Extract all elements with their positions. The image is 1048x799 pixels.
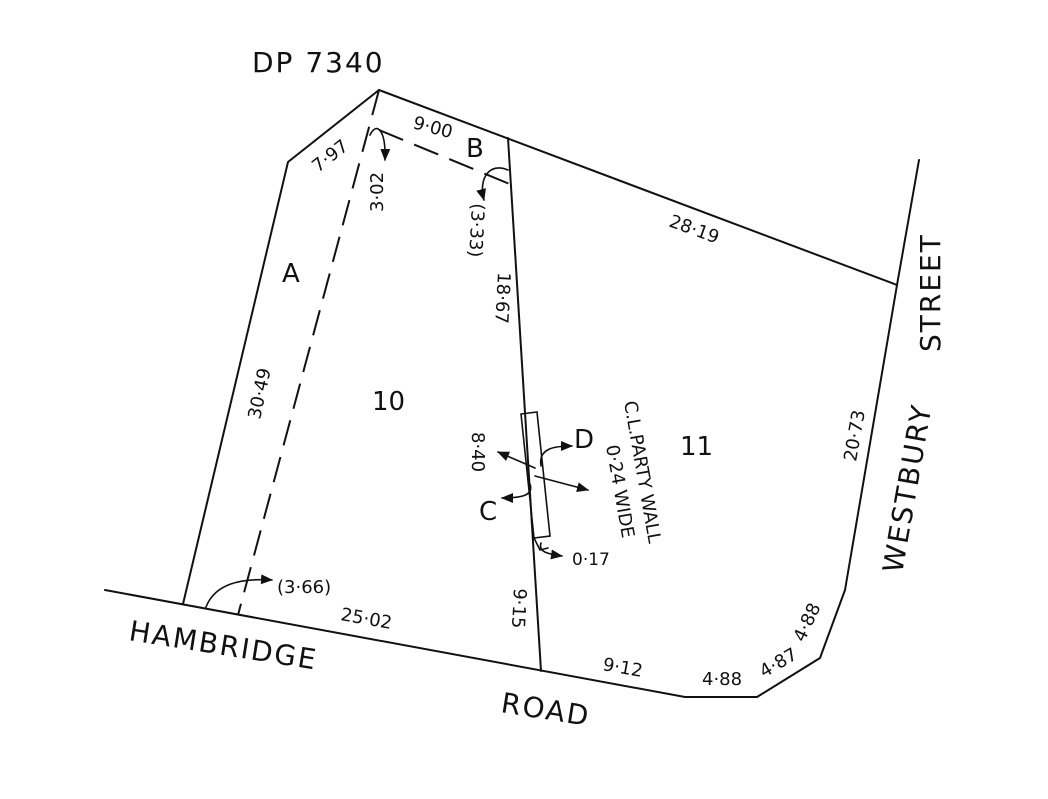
lot-11-label: 11 <box>680 432 713 462</box>
arrow-c <box>501 483 532 503</box>
dim-8-40: 8·40 <box>467 432 488 472</box>
arrow-3-02 <box>369 127 391 161</box>
lot-division-line <box>507 137 542 672</box>
west-boundary-line <box>182 89 380 605</box>
arrow-0-17 <box>539 542 563 560</box>
dim-4-88-bottom: 4·88 <box>702 669 742 690</box>
party-wall <box>520 411 551 551</box>
arrow-b <box>476 167 509 201</box>
dim-3-02: 3·02 <box>367 172 388 212</box>
street-label: STREET <box>914 233 947 352</box>
dim-9-00: 9·00 <box>411 113 455 144</box>
point-a-label: A <box>282 259 300 289</box>
point-b-label: B <box>466 134 484 164</box>
north-boundary-line <box>378 89 898 286</box>
point-d-label: D <box>574 425 594 455</box>
boundary-lines <box>104 89 920 698</box>
party-wall-outline <box>520 411 551 539</box>
dim-9-15: 9·15 <box>507 588 530 629</box>
dim-3-66: (3·66) <box>277 577 331 598</box>
dim-9-12: 9·12 <box>601 654 644 682</box>
arrow-wall-width <box>534 475 589 493</box>
arrow-8-40 <box>497 451 536 469</box>
deposited-plan-label: DP 7340 <box>252 46 385 79</box>
westbury-label: WESTBURY <box>876 401 938 575</box>
arrow-d <box>539 441 573 467</box>
arrow-3-66 <box>205 574 273 608</box>
road-label: ROAD <box>499 686 593 733</box>
lot-10-label: 10 <box>372 387 405 417</box>
easement-lines <box>237 89 513 616</box>
easement-top-dashed-line <box>378 129 513 186</box>
dim-20-73: 20·73 <box>840 408 870 462</box>
dim-4-87: 4·87 <box>756 644 801 682</box>
easement-dashed-line <box>237 89 380 616</box>
dim-18-67: 18·67 <box>490 272 514 325</box>
dim-25-02: 25·02 <box>339 604 393 634</box>
dim-30-49: 30·49 <box>244 366 275 421</box>
dim-4-88-side: 4·88 <box>789 600 825 645</box>
dim-0-17: 0·17 <box>572 550 610 570</box>
hambridge-road-frontage-line <box>104 589 686 698</box>
westbury-street-frontage-line <box>684 159 920 698</box>
point-c-label: C <box>479 497 497 527</box>
dimension-arrows <box>205 127 589 608</box>
dim-3-33: (3·33) <box>464 203 488 258</box>
party-wall-end-tick <box>533 537 549 551</box>
